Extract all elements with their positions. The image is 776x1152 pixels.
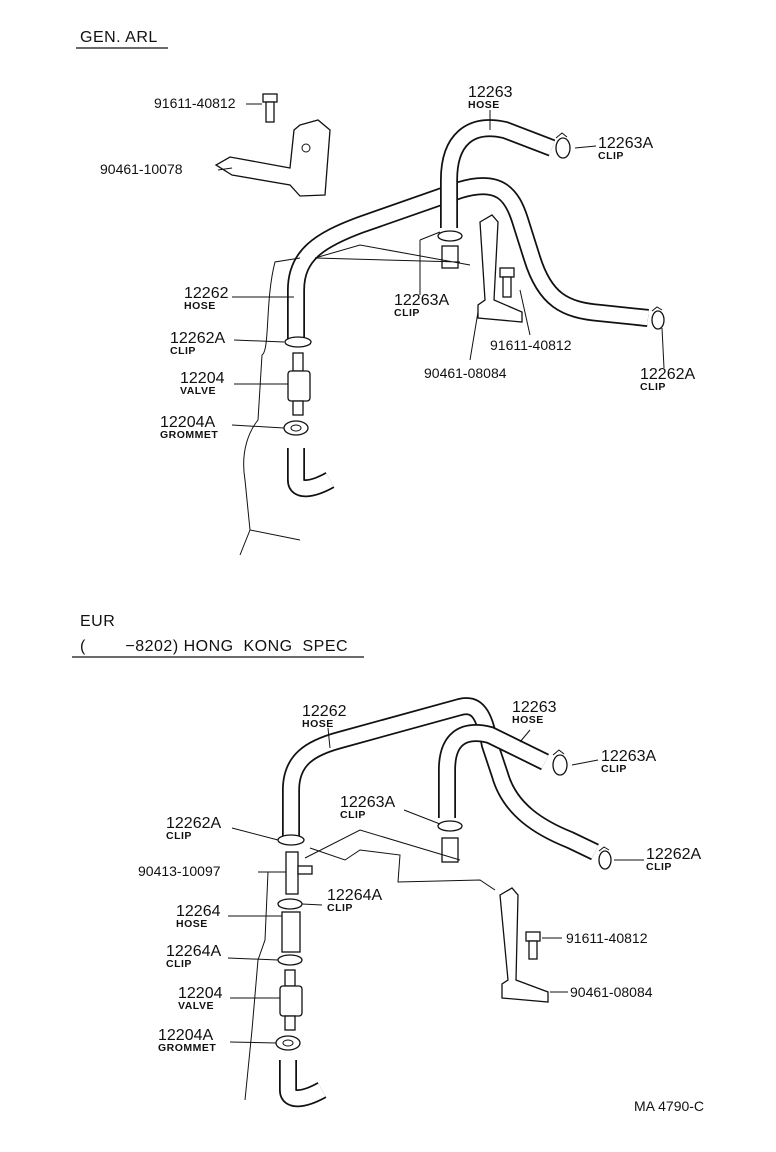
label-12204a-top: 12204A (160, 414, 215, 431)
label-12262-top: 12262 (184, 285, 229, 302)
label-12263a-bottom-mid: 12263A (340, 794, 395, 811)
label-12262a-right-top-clip: CLIP (640, 381, 666, 393)
label-91611-40812-bottom: 91611-40812 (566, 930, 648, 946)
clip-12262a-bottom-right-drawing (598, 846, 612, 870)
label-12263a-bottom-right: 12263A (601, 748, 656, 765)
label-12262-bottom: 12262 (302, 703, 347, 720)
label-12264a-bottom-clip: CLIP (327, 902, 353, 914)
label-12262a-bottom-left-clip: CLIP (166, 830, 192, 842)
label-12262a-bottom-left: 12262A (166, 815, 221, 832)
engine-outline-top (239, 257, 301, 556)
lower-pipe-bottom-drawing (279, 1060, 327, 1108)
label-12262-top-hose: HOSE (184, 300, 216, 312)
label-90461-08084-bottom: 90461-08084 (570, 984, 653, 1000)
clamp-90461-10078-drawing (214, 119, 331, 197)
label-12263a-mid: 12263A (394, 292, 449, 309)
label-12264a-b-bottom: 12264A (166, 943, 221, 960)
hose-12262-drawing (287, 177, 649, 340)
label-12263-top-hose: HOSE (468, 99, 500, 111)
clip-12262a-right-drawing (651, 306, 665, 330)
label-12204-top-valve: VALVE (180, 385, 216, 397)
clip-12262a-left-drawing (284, 336, 312, 348)
label-91611-40812-top: 91611-40812 (154, 95, 236, 111)
label-12204-bottom: 12204 (178, 985, 223, 1002)
label-12263a-bottom-right-clip: CLIP (601, 763, 627, 775)
label-91611-40812-top-b: 91611-40812 (490, 337, 572, 353)
label-90413-10097: 90413-10097 (138, 863, 221, 879)
label-12204-top: 12204 (180, 370, 225, 387)
clip-12262a-bottom-left-drawing (277, 834, 305, 846)
footer-code: MA 4790-C (634, 1098, 704, 1114)
label-12204a-bottom: 12204A (158, 1027, 213, 1044)
bolt-91611-top-drawing (262, 93, 278, 123)
label-12262a-left-top-clip: CLIP (170, 345, 196, 357)
valve-12204-bottom-drawing (279, 969, 303, 1031)
clip-12263a-bottom-right-drawing (552, 749, 568, 776)
grommet-12204a-drawing (283, 420, 309, 436)
top-section-title: GEN. ARL (80, 29, 158, 46)
hose-12263-drawing (440, 119, 556, 228)
bottom-leader-lines (227, 727, 644, 1044)
clip-12264a-b-drawing (277, 954, 303, 966)
label-12263a-top: 12263A (598, 135, 653, 152)
lower-pipe-drawing (287, 448, 335, 498)
label-90461-10078: 90461-10078 (100, 161, 183, 177)
label-12262a-bottom-right-clip: CLIP (646, 861, 672, 873)
bottom-section-title-line2: ( −8202) HONG KONG SPEC (80, 638, 348, 655)
label-12263a-bottom-mid-clip: CLIP (340, 809, 366, 821)
label-12204-bottom-valve: VALVE (178, 1000, 214, 1012)
label-12263-bottom-hose: HOSE (512, 714, 544, 726)
clip-12263a-top-drawing (555, 132, 571, 159)
bottom-section-title-line1: EUR (80, 613, 115, 630)
tee-90413-10097-drawing (285, 851, 313, 895)
engine-outline-bottom (244, 829, 496, 1101)
label-12264a-b-bottom-clip: CLIP (166, 958, 192, 970)
bracket-90461-08084-bottom-drawing (499, 887, 549, 1003)
hose-12263-bottom-drawing (438, 724, 549, 818)
label-12263-top: 12263 (468, 84, 513, 101)
bracket-90461-08084-top-drawing (477, 214, 523, 323)
label-12263-bottom: 12263 (512, 699, 557, 716)
label-12264-bottom-hose: HOSE (176, 918, 208, 930)
valve-12204-drawing (287, 352, 311, 416)
label-12262-bottom-hose: HOSE (302, 718, 334, 730)
label-12262a-right-top: 12262A (640, 366, 695, 383)
label-12263a-mid-clip: CLIP (394, 307, 420, 319)
top-leader-lines (217, 103, 665, 429)
hose-12262-bottom-drawing (282, 697, 599, 861)
clip-12263a-bottom-mid-drawing (437, 820, 463, 863)
grommet-12204a-bottom-drawing (275, 1035, 301, 1051)
label-90461-08084-top: 90461-08084 (424, 365, 507, 381)
label-12262a-bottom-right: 12262A (646, 846, 701, 863)
clip-12264a-drawing (277, 898, 303, 910)
bolt-91611-top-right-drawing (499, 267, 515, 298)
label-12204a-bottom-grommet: GROMMET (158, 1042, 216, 1054)
label-12264a-bottom: 12264A (327, 887, 382, 904)
bolt-91611-bottom-drawing (525, 931, 541, 960)
label-12264-bottom: 12264 (176, 903, 221, 920)
label-12262a-left-top: 12262A (170, 330, 225, 347)
bottom-section: EUR ( −8202) HONG KONG SPEC (72, 613, 701, 1108)
label-12263a-top-clip: CLIP (598, 150, 624, 162)
label-12204a-top-grommet: GROMMET (160, 429, 218, 441)
top-section: GEN. ARL (76, 29, 695, 556)
hose-12264-drawing (281, 911, 301, 953)
